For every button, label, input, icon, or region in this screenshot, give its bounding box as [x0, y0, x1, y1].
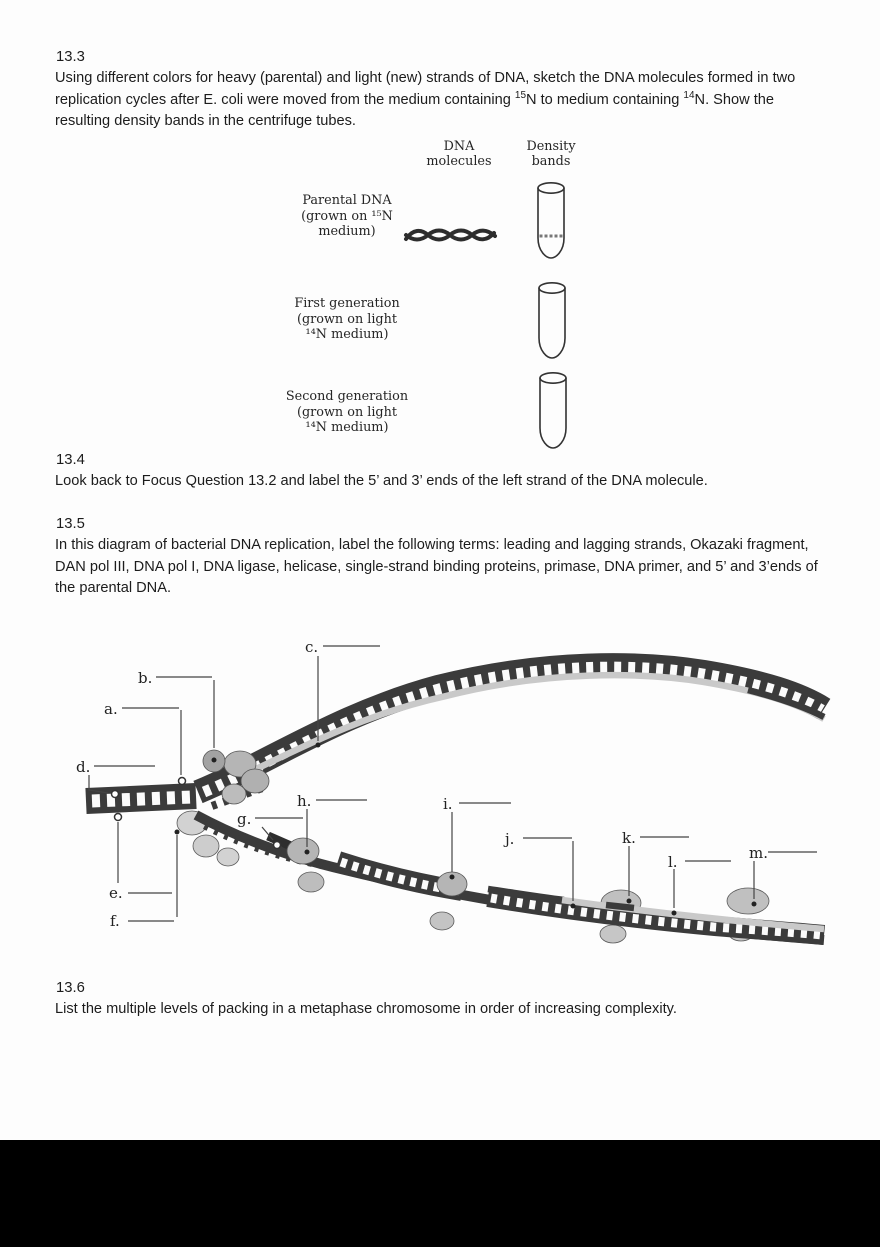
protein-blobs-front — [202, 749, 468, 897]
centrifuge-tube-first-gen — [538, 282, 566, 359]
fork-label-f: f. — [110, 912, 120, 930]
fork-label-a: a. — [104, 700, 118, 718]
label-target-markers — [110, 742, 757, 916]
superscript-15: 15 — [514, 89, 527, 101]
fork-label-e: e. — [109, 884, 123, 902]
section-13-5-number: 13.5 — [56, 516, 85, 532]
leading-strand-arm — [193, 653, 831, 810]
row-label-parental-dna: Parental DNA (grown on ¹⁵N medium) — [301, 193, 393, 239]
fork-label-m: m. — [749, 844, 768, 862]
text-run: N. Show the resulting density bands in t… — [55, 91, 775, 130]
polymerase-blob-lower — [297, 871, 325, 893]
centrifuge-tube-parental — [537, 182, 565, 259]
section-13-4-text: Look back to Focus Question 13.2 and lab… — [55, 473, 708, 489]
fork-label-b: b. — [138, 669, 152, 687]
fork-label-h: h. — [297, 792, 311, 810]
text-run: N to medium containing — [526, 91, 684, 108]
column-header-dna-molecules: DNA molecules — [426, 139, 492, 169]
row-label-second-generation: Second generation (grown on light ¹⁴N me… — [285, 389, 409, 435]
rna-primer-segment — [487, 885, 565, 904]
section-13-5-text: In this diagram of bacterial DNA replica… — [55, 537, 818, 596]
meselson-diagram: DNA molecules Density bands Parental DNA… — [0, 136, 880, 456]
superscript-14: 14 — [683, 89, 695, 101]
fork-label-i: i. — [443, 795, 453, 813]
parental-duplex — [85, 783, 197, 814]
centrifuge-tube-second-gen — [539, 372, 567, 449]
label-letters: a. b. c. d. e. f. g. h. i. j. k. l. m. — [76, 638, 768, 930]
new-lagging-strand — [561, 896, 825, 933]
fork-label-j: j. — [503, 830, 514, 848]
fork-label-g: g. — [237, 810, 251, 828]
primase-blob — [286, 837, 320, 865]
ligase-blob — [726, 887, 770, 915]
section-13-4-number: 13.4 — [56, 452, 85, 468]
footer-black-bar — [0, 1140, 880, 1247]
text-run: Using different colors for heavy (parent… — [55, 70, 796, 108]
label-lines — [88, 645, 817, 922]
unpaired-bases-lagging — [202, 820, 331, 871]
fork-label-l: l. — [668, 853, 678, 871]
section-13-6-text: List the multiple levels of packing in a… — [55, 1001, 677, 1017]
row-label-first-generation: First generation (grown on light ¹⁴N med… — [294, 296, 400, 342]
fork-label-k: k. — [622, 829, 636, 847]
section-13-3-number: 13.3 — [56, 49, 85, 65]
replication-fork-diagram: a. b. c. d. e. f. g. h. i. j. k. l. m. — [76, 638, 831, 945]
fork-label-c: c. — [305, 638, 318, 656]
okazaki-fragment-2 — [486, 887, 826, 945]
section-13-3-text: Using different colors for heavy (parent… — [55, 68, 830, 133]
parental-dna-helix — [404, 228, 497, 242]
section-13-6-number: 13.6 — [56, 980, 85, 996]
fork-label-d: d. — [76, 758, 90, 776]
column-header-density-bands: Density bands — [526, 139, 576, 169]
